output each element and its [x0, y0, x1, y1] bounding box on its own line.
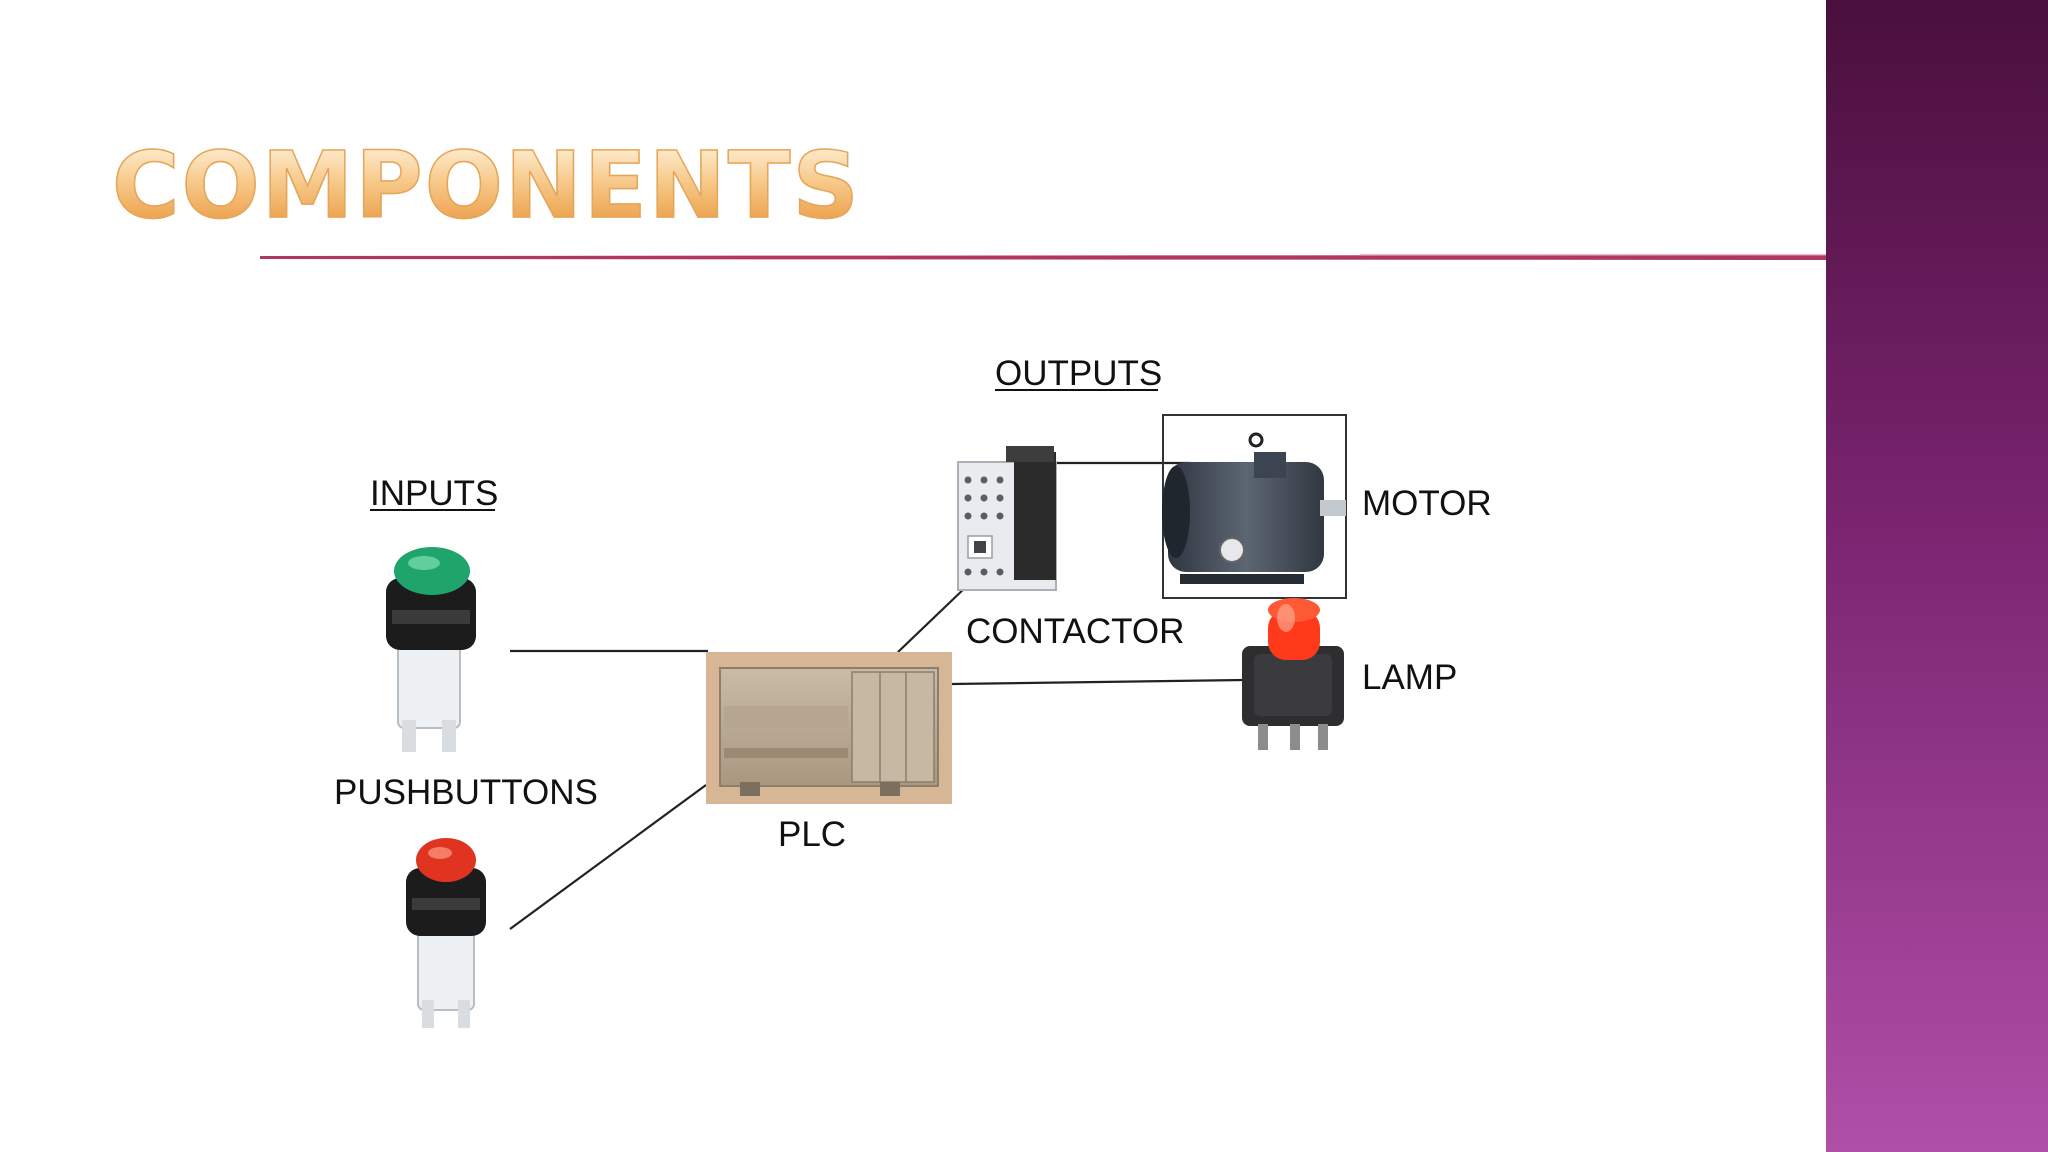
pushbutton-green [386, 547, 476, 752]
lamp-device [1242, 598, 1344, 750]
motor-device [1162, 414, 1347, 599]
outputs-heading: OUTPUTS [995, 354, 1162, 393]
pushbutton-red [406, 838, 486, 1028]
side-band [1826, 0, 2048, 1152]
contactor-label: CONTACTOR [966, 612, 1184, 651]
connection-wires [509, 461, 1245, 930]
inputs-heading: INPUTS [370, 474, 498, 513]
lamp-label: LAMP [1362, 658, 1457, 697]
plc-label: PLC [778, 815, 846, 854]
plc-device [706, 652, 952, 804]
pushbuttons-label: PUSHBUTTONS [334, 773, 598, 812]
slide-title: COMPONENTS [111, 132, 861, 239]
contactor-device [957, 446, 1057, 591]
motor-label: MOTOR [1362, 484, 1492, 523]
wire-pushbutton-bottom-to-plc [509, 784, 707, 930]
wire-plc-to-contactor [897, 584, 969, 653]
title-rule [260, 254, 1826, 260]
wire-plc-to-lamp [951, 678, 1245, 686]
